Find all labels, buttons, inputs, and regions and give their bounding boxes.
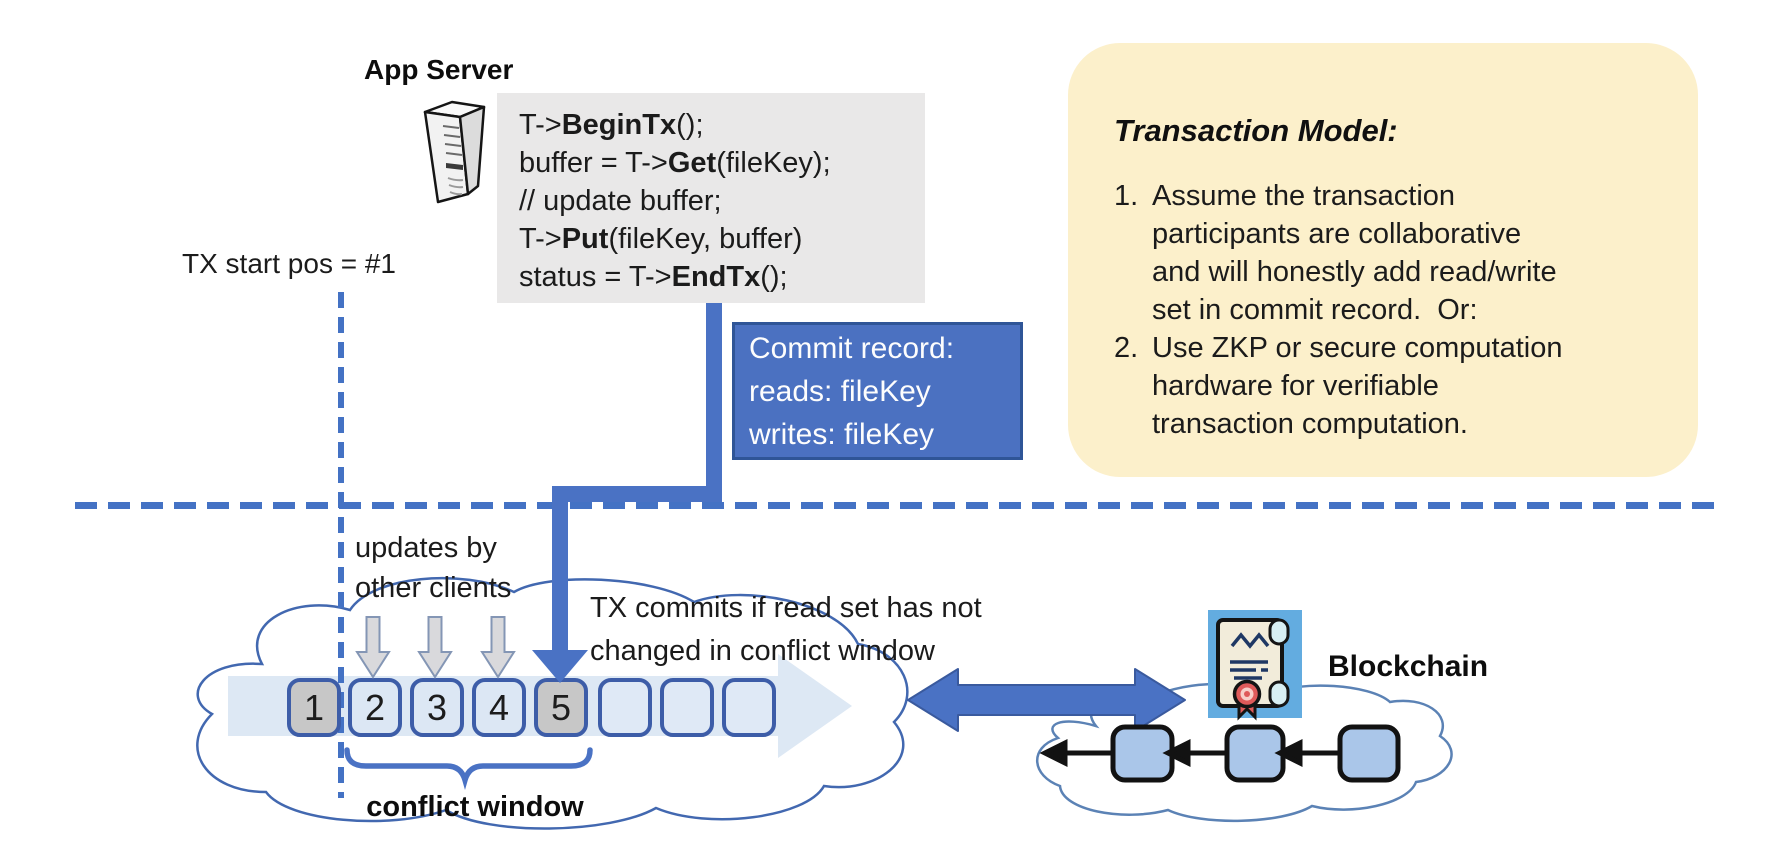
- chain-link-arrows: [1039, 738, 1342, 768]
- transaction-code-box: T->BeginTx(); buffer = T->Get(fileKey); //…: [497, 93, 925, 303]
- commit-record-line: writes: fileKey: [749, 418, 935, 451]
- text-line: set in commit record. Or:: [1152, 294, 1478, 326]
- conflict-window-label: conflict window: [366, 791, 584, 823]
- timeline-box-4: 4: [472, 678, 526, 737]
- transaction-model-list: 1. Assume the transaction participants are…: [1114, 177, 1658, 443]
- block-chain: [1039, 724, 1401, 783]
- text-line: Use ZKP or secure computation: [1152, 332, 1563, 364]
- item-number: 2.: [1114, 332, 1139, 364]
- commit-record-line: reads: fileKey: [749, 375, 931, 408]
- text-line: changed in conflict window: [590, 635, 935, 667]
- text-line: Assume the transaction: [1152, 180, 1456, 212]
- tx-commits-note: TX commits if read set has not changed in…: [590, 587, 982, 673]
- timeline-box-number: 5: [550, 686, 572, 728]
- text-line: other clients: [355, 572, 512, 604]
- timeline-box-3: 3: [410, 678, 464, 737]
- commit-connector-arrow: [532, 298, 722, 683]
- item-text: Use ZKP or secure computation hardware fo…: [1152, 329, 1563, 443]
- transaction-model-title: Transaction Model:: [1114, 113, 1398, 148]
- text-line: hardware for verifiable: [1152, 370, 1439, 402]
- item-number: 1.: [1114, 180, 1139, 212]
- transaction-model-item: 1. Assume the transaction participants are…: [1114, 177, 1658, 329]
- update-arrow-icons: [355, 616, 516, 679]
- text-line: participants are collaborative: [1152, 218, 1522, 250]
- timeline-box: [722, 678, 776, 737]
- app-server-label: App Server: [364, 54, 514, 85]
- update-arrow-icon: [417, 616, 453, 679]
- section-divider-dashed-line: [75, 502, 1715, 509]
- timeline-box: [598, 678, 652, 737]
- transaction-model-panel: Transaction Model: 1. Assume the transact…: [1068, 43, 1698, 477]
- block-icon: [1224, 724, 1286, 783]
- block-icon: [1337, 724, 1401, 783]
- certificate-scroll-icon: [1208, 610, 1302, 721]
- text-line: updates by: [355, 532, 497, 564]
- transaction-code-lines: T->BeginTx(); buffer = T->Get(fileKey); //…: [497, 93, 925, 296]
- server-tower-icon: [423, 100, 486, 204]
- commit-record-line: Commit record:: [749, 332, 955, 365]
- text-line: and will honestly add read/write: [1152, 256, 1557, 288]
- commit-record-box: Commit record: reads: fileKey writes: fi…: [732, 322, 1023, 460]
- timeline-box-number: 4: [488, 686, 510, 728]
- sync-double-arrow: [907, 668, 1186, 732]
- timeline-box-number: 3: [426, 686, 448, 728]
- timeline-box: [660, 678, 714, 737]
- updates-by-other-clients-label: updates by other clients: [355, 528, 511, 608]
- tx-start-pos-label: TX start pos = #1: [182, 248, 396, 279]
- code-line: T->Put(fileKey, buffer): [519, 223, 803, 255]
- timeline-box-2: 2: [348, 678, 402, 737]
- conflict-window-brace: [344, 747, 593, 790]
- text-line: transaction computation.: [1152, 408, 1468, 440]
- timeline-box-1: 1: [287, 678, 341, 737]
- text-line: TX commits if read set has not: [590, 592, 982, 624]
- code-line: buffer = T->Get(fileKey);: [519, 147, 831, 179]
- item-text: Assume the transaction participants are c…: [1152, 177, 1557, 329]
- timeline-box-number: 1: [303, 686, 325, 728]
- tx-start-dashed-line: [338, 292, 344, 798]
- code-line: T->BeginTx();: [519, 109, 704, 141]
- block-icon: [1110, 724, 1175, 783]
- code-line: // update buffer;: [519, 185, 722, 217]
- update-arrow-icon: [355, 616, 391, 679]
- timeline-box-number: 2: [364, 686, 386, 728]
- blockchain-label: Blockchain: [1328, 650, 1489, 683]
- update-arrow-icon: [480, 616, 516, 679]
- code-line: status = T->EndTx();: [519, 261, 788, 293]
- transaction-model-item: 2. Use ZKP or secure computation hardware …: [1114, 329, 1658, 443]
